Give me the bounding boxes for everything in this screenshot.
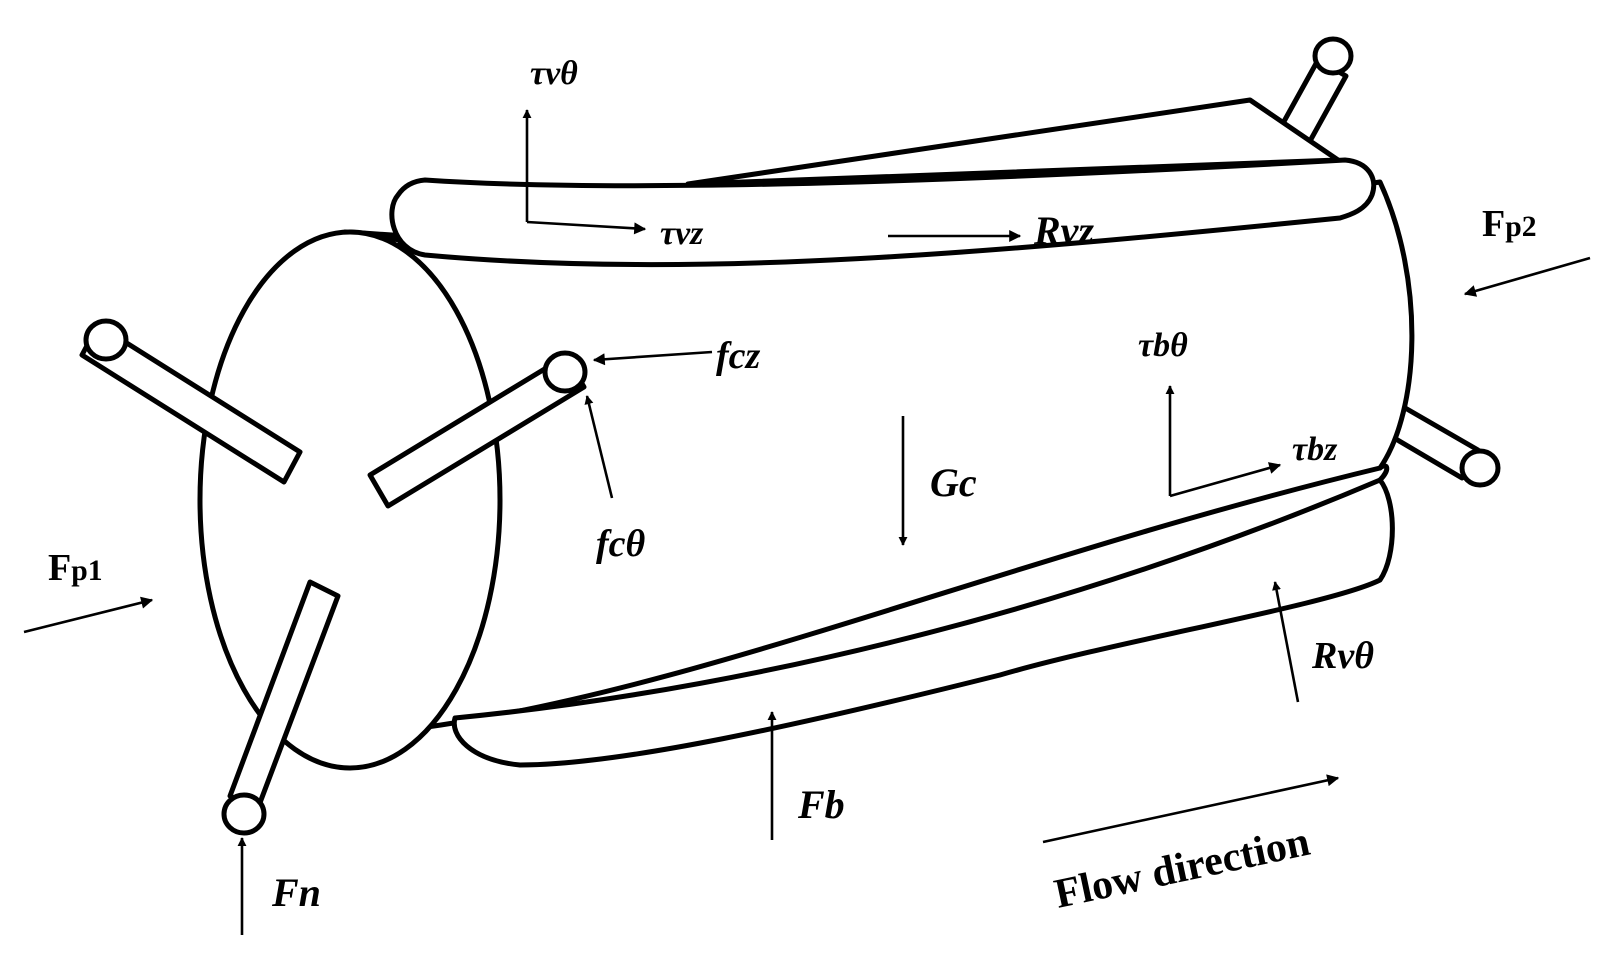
label-g-c: Gc <box>930 460 977 505</box>
label-tau-vz: τvz <box>660 215 704 252</box>
label-r-v-theta: Rvθ <box>1311 635 1374 677</box>
label-tau-b-theta: τbθ <box>1138 327 1188 364</box>
upper-rail <box>389 157 1377 268</box>
label-f-c-theta: fcθ <box>596 523 646 565</box>
lower-rail-edge <box>1377 463 1390 483</box>
arrow-tau-vz <box>526 220 647 235</box>
label-f-n: Fn <box>271 870 321 915</box>
arrow-f-p1 <box>23 596 154 634</box>
label-f-cz: fcz <box>716 335 761 377</box>
arrow-f-c-theta <box>584 395 614 499</box>
label-flow-direction: Flow direction <box>1051 819 1314 918</box>
rod-left-right <box>367 350 588 509</box>
rod-right-top <box>1279 36 1354 144</box>
arrow-f-cz <box>592 350 713 366</box>
label-f-p2: Fp2 <box>1482 203 1537 245</box>
arrow-tau-bz <box>1169 462 1282 498</box>
top-lid <box>685 97 1341 187</box>
end-cap-front <box>197 229 503 771</box>
arrow-r-v-theta <box>1272 581 1300 703</box>
label-tau-bz: τbz <box>1292 431 1338 468</box>
lower-rail <box>451 477 1395 768</box>
rod-left-upper <box>79 318 303 485</box>
rod-left-lower <box>221 579 341 836</box>
label-r-vz: Rvz <box>1033 208 1094 253</box>
label-f-b: Fb <box>797 782 845 827</box>
label-f-p1: Fp1 <box>48 547 103 589</box>
arrow-flow-direction <box>1042 774 1340 844</box>
arrow-f-p2 <box>1463 256 1591 297</box>
label-tau-v-theta: τvθ <box>530 55 578 92</box>
